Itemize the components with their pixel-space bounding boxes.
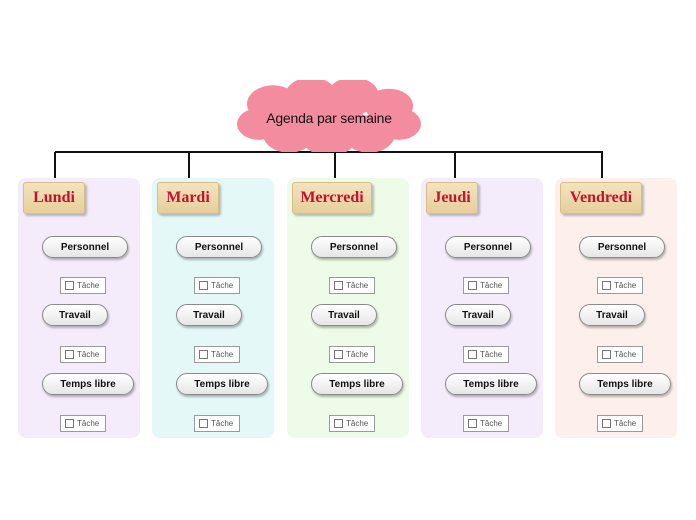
- task-label: Tâche: [614, 419, 637, 428]
- task-node[interactable]: Tâche: [329, 277, 375, 294]
- category-node[interactable]: Temps libre: [42, 373, 134, 395]
- checkbox-icon[interactable]: [602, 350, 611, 359]
- checkbox-icon[interactable]: [65, 281, 74, 290]
- task-label: Tâche: [211, 350, 234, 359]
- category-node[interactable]: Travail: [176, 304, 242, 326]
- category-node[interactable]: Travail: [311, 304, 377, 326]
- checkbox-icon[interactable]: [334, 281, 343, 290]
- checkbox-icon[interactable]: [468, 281, 477, 290]
- category-node[interactable]: Temps libre: [311, 373, 403, 395]
- task-label: Tâche: [480, 419, 503, 428]
- task-label: Tâche: [77, 350, 100, 359]
- task-node[interactable]: Tâche: [194, 415, 240, 432]
- task-label: Tâche: [211, 281, 234, 290]
- task-node[interactable]: Tâche: [463, 415, 509, 432]
- task-node[interactable]: Tâche: [60, 346, 106, 363]
- category-node[interactable]: Temps libre: [445, 373, 537, 395]
- day-node-mardi[interactable]: Mardi: [157, 182, 219, 214]
- root-title: Agenda par semaine: [266, 110, 392, 126]
- task-node[interactable]: Tâche: [60, 415, 106, 432]
- checkbox-icon[interactable]: [65, 350, 74, 359]
- checkbox-icon[interactable]: [199, 419, 208, 428]
- task-node[interactable]: Tâche: [194, 277, 240, 294]
- checkbox-icon[interactable]: [602, 281, 611, 290]
- category-node[interactable]: Travail: [445, 304, 511, 326]
- category-node[interactable]: Temps libre: [176, 373, 268, 395]
- day-node-vendredi[interactable]: Vendredi: [560, 182, 642, 214]
- task-label: Tâche: [480, 350, 503, 359]
- task-label: Tâche: [346, 281, 369, 290]
- cloud-shape: [237, 80, 421, 152]
- checkbox-icon[interactable]: [199, 350, 208, 359]
- category-node[interactable]: Personnel: [311, 236, 397, 258]
- category-node[interactable]: Personnel: [176, 236, 262, 258]
- task-node[interactable]: Tâche: [463, 277, 509, 294]
- task-label: Tâche: [211, 419, 234, 428]
- task-node[interactable]: Tâche: [194, 346, 240, 363]
- task-label: Tâche: [480, 281, 503, 290]
- task-node[interactable]: Tâche: [597, 277, 643, 294]
- checkbox-icon[interactable]: [334, 350, 343, 359]
- task-node[interactable]: Tâche: [329, 346, 375, 363]
- checkbox-icon[interactable]: [65, 419, 74, 428]
- day-node-mercredi[interactable]: Mercredi: [292, 182, 372, 214]
- task-label: Tâche: [614, 281, 637, 290]
- checkbox-icon[interactable]: [468, 419, 477, 428]
- checkbox-icon[interactable]: [199, 281, 208, 290]
- checkbox-icon[interactable]: [334, 419, 343, 428]
- task-node[interactable]: Tâche: [597, 346, 643, 363]
- checkbox-icon[interactable]: [602, 419, 611, 428]
- task-node[interactable]: Tâche: [597, 415, 643, 432]
- category-node[interactable]: Personnel: [42, 236, 128, 258]
- category-node[interactable]: Travail: [579, 304, 645, 326]
- task-label: Tâche: [77, 419, 100, 428]
- task-label: Tâche: [346, 419, 369, 428]
- checkbox-icon[interactable]: [468, 350, 477, 359]
- category-node[interactable]: Temps libre: [579, 373, 671, 395]
- task-node[interactable]: Tâche: [60, 277, 106, 294]
- category-node[interactable]: Personnel: [579, 236, 665, 258]
- task-node[interactable]: Tâche: [463, 346, 509, 363]
- root-node[interactable]: Agenda par semaine: [233, 80, 425, 152]
- day-node-lundi[interactable]: Lundi: [23, 182, 85, 214]
- day-node-jeudi[interactable]: Jeudi: [426, 182, 478, 214]
- task-label: Tâche: [346, 350, 369, 359]
- category-node[interactable]: Travail: [42, 304, 108, 326]
- task-node[interactable]: Tâche: [329, 415, 375, 432]
- task-label: Tâche: [614, 350, 637, 359]
- task-label: Tâche: [77, 281, 100, 290]
- category-node[interactable]: Personnel: [445, 236, 531, 258]
